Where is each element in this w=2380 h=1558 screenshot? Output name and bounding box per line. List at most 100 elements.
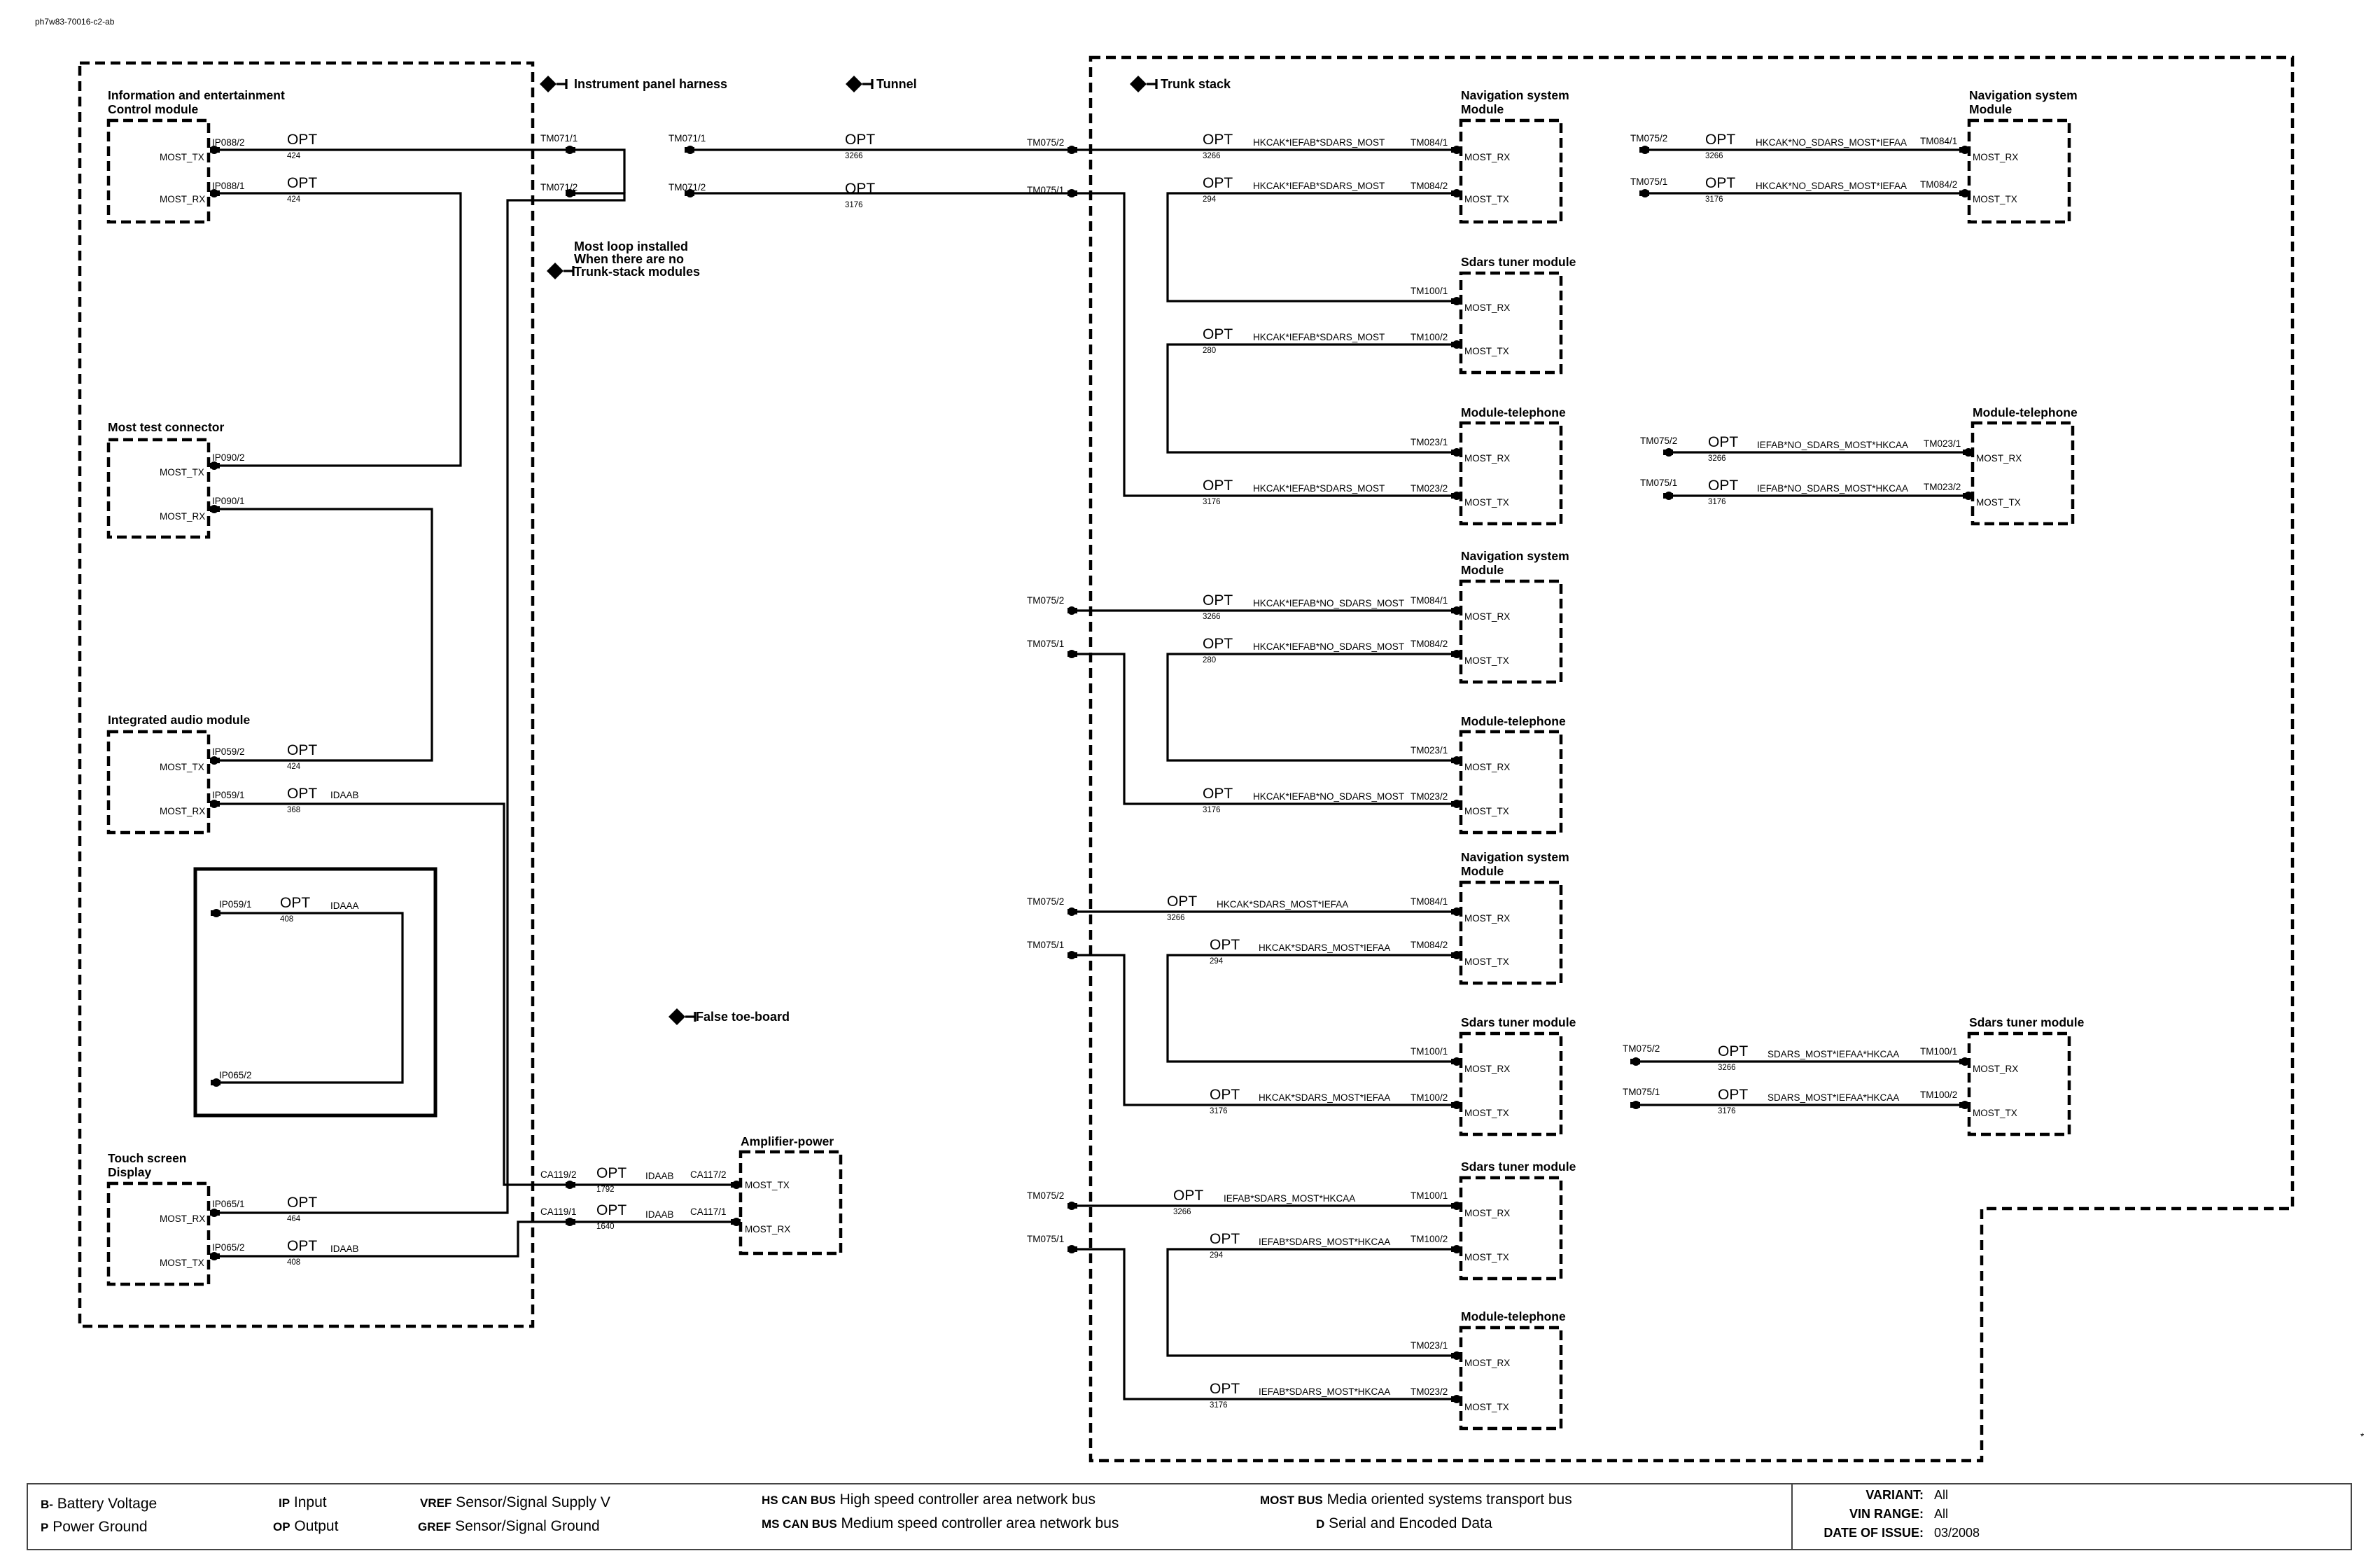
svg-text:TM084/1: TM084/1 — [1920, 136, 1957, 146]
connector-pin-body — [566, 1219, 575, 1225]
wire-g1-tm084-1[interactable]: OPT 3266 HKCAK*IEFAB*SDARS_MOST TM084/1 — [1068, 132, 1461, 160]
svg-text:TM023/1: TM023/1 — [1410, 1340, 1448, 1351]
connector-pin-body — [1451, 342, 1461, 347]
svg-text:TM084/1: TM084/1 — [1410, 595, 1448, 606]
nav-module-g2[interactable]: Navigation system Module MOST_RX MOST_TX — [1459, 549, 1569, 684]
wire-ip059-1-ip065-2-loop[interactable]: IP059/1 OPT IDAAA 408 IP065/2 — [219, 895, 404, 1084]
wire-tunnel-tm071-2[interactable]: TM071/2 OPT 3176 TM075/1 — [668, 181, 1068, 209]
wire-right-tm023-2[interactable]: TM075/1 OPT 3176 IEFAB*NO_SDARS_MOST*HKC… — [1640, 478, 1973, 506]
tel-module-g1[interactable]: Module-telephone MOST_RX MOST_TX — [1459, 405, 1566, 526]
legend-gref: GREF Sensor/Signal Ground — [418, 1518, 600, 1534]
tel-module-g2[interactable]: Module-telephone MOST_RX MOST_TX — [1459, 714, 1566, 835]
integrated-audio-module[interactable]: Integrated audio module MOST_TX MOST_RX — [106, 713, 250, 835]
wire-g2-tm084-1[interactable]: TM075/2 OPT 3266 HKCAK*IEFAB*NO_SDARS_MO… — [1027, 592, 1461, 621]
wire-g1-tm075-1-tm023-2[interactable]: OPT 3176 HKCAK*IEFAB*SDARS_MOST TM023/2 — [1068, 192, 1461, 506]
svg-text:False toe-board: False toe-board — [696, 1010, 790, 1024]
connector-pin-body — [685, 190, 694, 196]
wire-g3-tm075-1-tm100-2[interactable]: TM075/1 OPT 3176 HKCAK*SDARS_MOST*IEFAA … — [1027, 940, 1461, 1115]
connector-pin-body — [1639, 190, 1649, 196]
wire-ip088-2-tm071-1[interactable]: IP088/2 OPT 424 — [210, 132, 566, 160]
wire-ip059-1-ca119-2[interactable]: IP059/1 OPT IDAAB 368 — [210, 786, 566, 1186]
nav-module-g3[interactable]: Navigation system Module MOST_RX MOST_TX — [1459, 850, 1569, 985]
svg-text:1640: 1640 — [596, 1223, 615, 1231]
vin-range-label: VIN RANGE: — [1849, 1507, 1924, 1521]
svg-text:HKCAK*IEFAB*NO_SDARS_MOST: HKCAK*IEFAB*NO_SDARS_MOST — [1253, 598, 1404, 608]
connector-pin-body — [1451, 1246, 1461, 1252]
wire-right-tm100-1[interactable]: TM075/2 OPT 3266 SDARS_MOST*IEFAA*HKCAA … — [1623, 1043, 1969, 1072]
svg-text:MOST_RX: MOST_RX — [1464, 1064, 1510, 1074]
wire-g3-tm084-1[interactable]: TM075/2 OPT 3266 HKCAK*SDARS_MOST*IEFAA … — [1027, 893, 1461, 922]
svg-text:MOST_TX: MOST_TX — [1976, 497, 2021, 508]
svg-text:TM075/1: TM075/1 — [1640, 478, 1677, 488]
svg-text:IDAAA: IDAAA — [330, 900, 359, 911]
wire-ip065-2-ca119-1[interactable]: IP065/2 OPT IDAAB 408 — [210, 1220, 566, 1267]
svg-text:MOST_RX: MOST_RX — [160, 1213, 205, 1224]
svg-text:OPT: OPT — [1203, 175, 1233, 191]
svg-text:TM023/2: TM023/2 — [1410, 483, 1448, 494]
wire-g2-tm084-2-tm023-1[interactable]: OPT 280 HKCAK*IEFAB*NO_SDARS_MOST TM084/… — [1166, 636, 1461, 762]
connector-pin-body — [1451, 1203, 1461, 1209]
svg-text:OPT: OPT — [1210, 1087, 1240, 1103]
info-entertainment-module[interactable]: Information and entertainment Control mo… — [106, 88, 285, 224]
svg-text:TM084/2: TM084/2 — [1410, 940, 1448, 950]
wire-g1-tm084-2-tm100-1[interactable]: OPT 294 HKCAK*IEFAB*SDARS_MOST TM084/2 T… — [1166, 175, 1461, 302]
svg-text:IEFAB*SDARS_MOST*HKCAA: IEFAB*SDARS_MOST*HKCAA — [1224, 1193, 1355, 1204]
wire-ip065-1-tm071-2[interactable]: IP065/1 OPT 464 — [210, 192, 626, 1223]
wire-right-tm084-1[interactable]: TM075/2 OPT 3266 HKCAK*NO_SDARS_MOST*IEF… — [1630, 132, 1969, 160]
wire-ip090-1-ip059-2[interactable]: IP090/1 IP059/2 OPT 424 — [210, 496, 433, 771]
legend-divider — [1791, 1483, 1793, 1550]
svg-text:TM075/2: TM075/2 — [1027, 137, 1064, 148]
svg-text:Trunk-stack modules: Trunk-stack modules — [574, 265, 700, 279]
wire-g2-tm075-1-tm023-2[interactable]: TM075/1 OPT 3176 HKCAK*IEFAB*NO_SDARS_MO… — [1027, 639, 1461, 814]
sdars-module-g1[interactable]: Sdars tuner module MOST_RX MOST_TX — [1459, 255, 1576, 375]
svg-text:OPT: OPT — [1718, 1043, 1748, 1059]
amplifier-power[interactable]: Amplifier-power MOST_TX MOST_RX — [738, 1134, 843, 1256]
svg-text:IP088/2: IP088/2 — [212, 137, 245, 148]
wire-ip088-1-ip090-2[interactable]: IP088/1 OPT 424 IP090/2 — [210, 175, 462, 467]
svg-text:HKCAK*IEFAB*SDARS_MOST: HKCAK*IEFAB*SDARS_MOST — [1253, 483, 1385, 494]
svg-text:TM100/1: TM100/1 — [1410, 1046, 1448, 1057]
wire-g4-tm100-2-tm023-1[interactable]: OPT 294 IEFAB*SDARS_MOST*HKCAA TM100/2 T… — [1166, 1231, 1461, 1357]
connector-pin-body — [210, 463, 220, 468]
wire-g4-tm075-1-tm023-2[interactable]: TM075/1 OPT 3176 IEFAB*SDARS_MOST*HKCAA … — [1027, 1234, 1461, 1410]
svg-text:MOST_RX: MOST_RX — [1976, 453, 2022, 464]
wire-ca119-2-ca117-2[interactable]: CA119/2 OPT IDAAB 1792 CA117/2 — [540, 1165, 741, 1194]
svg-text:294: 294 — [1210, 1251, 1224, 1260]
svg-text:3176: 3176 — [1718, 1107, 1736, 1115]
wire-right-tm084-2[interactable]: TM075/1 OPT 3176 HKCAK*NO_SDARS_MOST*IEF… — [1630, 175, 1969, 204]
wire-right-tm100-2[interactable]: TM075/1 OPT 3176 SDARS_MOST*IEFAA*HKCAA … — [1623, 1087, 1969, 1115]
nav-module-g1[interactable]: Navigation system Module MOST_RX MOST_TX — [1459, 88, 1569, 224]
svg-text:HKCAK*SDARS_MOST*IEFAA: HKCAK*SDARS_MOST*IEFAA — [1259, 943, 1390, 953]
svg-text:OPT: OPT — [287, 175, 317, 191]
connector-pin-body — [1068, 147, 1077, 153]
svg-text:Integrated audio module: Integrated audio module — [108, 713, 250, 727]
wire-g1-tm100-2-tm023-1[interactable]: OPT 280 HKCAK*IEFAB*SDARS_MOST TM100/2 T… — [1166, 326, 1461, 454]
wire-right-tm023-1[interactable]: TM075/2 OPT 3266 IEFAB*NO_SDARS_MOST*HKC… — [1640, 434, 1973, 463]
svg-text:3266: 3266 — [1173, 1208, 1191, 1216]
sdars-module-g4[interactable]: Sdars tuner module MOST_RX MOST_TX — [1459, 1160, 1576, 1281]
svg-text:MOST_RX: MOST_RX — [1464, 453, 1510, 464]
tel-module-right[interactable]: Module-telephone MOST_RX MOST_TX — [1970, 405, 2078, 526]
tel-module-g4[interactable]: Module-telephone MOST_RX MOST_TX — [1459, 1309, 1566, 1431]
wire-g3-tm084-2-tm100-1[interactable]: OPT 294 HKCAK*SDARS_MOST*IEFAA TM084/2 T… — [1166, 937, 1461, 1063]
wire-tunnel-tm071-1[interactable]: TM071/1 OPT 3266 TM075/2 — [668, 132, 1068, 160]
nav-module-right[interactable]: Navigation system Module MOST_RX MOST_TX — [1967, 88, 2078, 224]
sdars-module-g3[interactable]: Sdars tuner module MOST_RX MOST_TX — [1459, 1015, 1576, 1136]
svg-text:TM075/2: TM075/2 — [1640, 436, 1677, 446]
svg-text:Navigation system: Navigation system — [1461, 88, 1569, 102]
svg-text:Module: Module — [1461, 864, 1504, 878]
wire-g4-tm100-1[interactable]: TM075/2 OPT 3266 IEFAB*SDARS_MOST*HKCAA … — [1027, 1188, 1461, 1216]
svg-text:OPT: OPT — [845, 181, 875, 197]
sdars-module-right[interactable]: Sdars tuner module MOST_RX MOST_TX — [1967, 1015, 2085, 1136]
svg-text:Sdars tuner module: Sdars tuner module — [1461, 1015, 1576, 1029]
svg-text:TM075/1: TM075/1 — [1027, 639, 1064, 649]
most-test-connector[interactable]: Most test connector MOST_TX MOST_RX — [106, 420, 224, 539]
svg-text:424: 424 — [287, 195, 301, 204]
connector-pin-body — [1068, 1203, 1077, 1209]
wire-ca119-1-ca117-1[interactable]: CA119/1 OPT IDAAB 1640 CA117/1 — [540, 1202, 741, 1231]
connector-pin-body — [210, 506, 220, 512]
svg-text:MOST_TX: MOST_TX — [1464, 1108, 1509, 1118]
most-loop-tm071[interactable]: TM071/1 TM071/2 — [540, 133, 626, 193]
svg-text:OPT: OPT — [1210, 937, 1240, 953]
touch-screen-display[interactable]: Touch screen Display MOST_RX MOST_TX — [106, 1151, 211, 1286]
